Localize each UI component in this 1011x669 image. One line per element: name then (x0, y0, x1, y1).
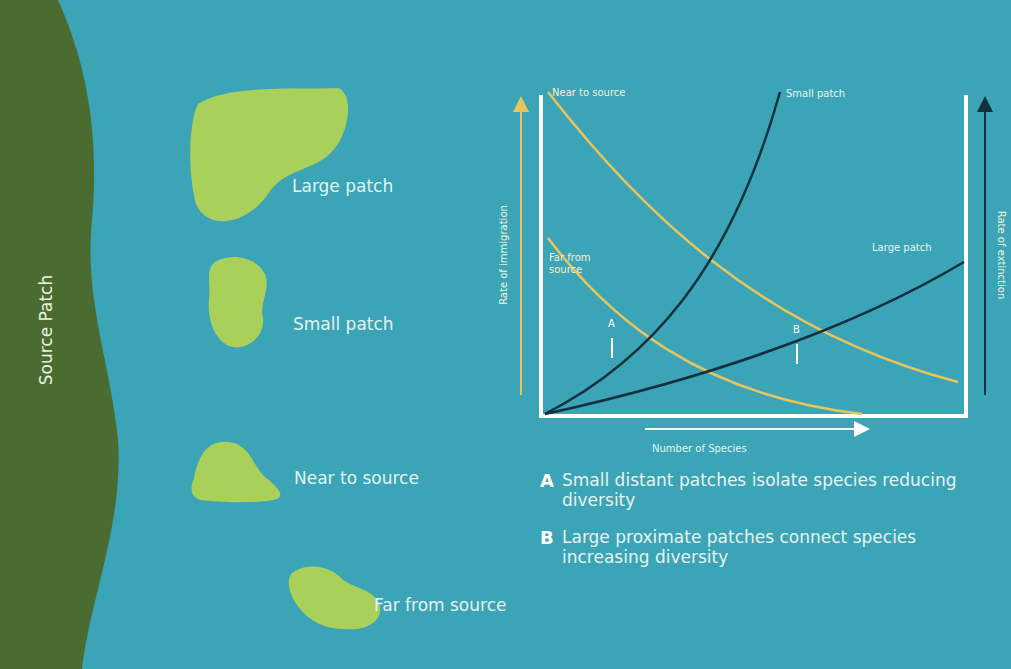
species-arrow (645, 428, 862, 430)
patch-label: Near to source (294, 468, 419, 488)
callout-letter: B (540, 527, 554, 549)
far-patch: Far from source (284, 563, 544, 638)
axis-label: Number of Species (652, 443, 747, 455)
large-patch-shape (188, 84, 448, 234)
source-label: Source Patch (36, 275, 56, 385)
caption-note: Small distant patches isolate species re… (562, 470, 982, 511)
immigration-arrow (520, 104, 522, 395)
axis-label: Rate of extinction (995, 211, 1007, 300)
axis-label: Rate of immigration (498, 205, 510, 305)
patch-label: Far from source (374, 595, 506, 615)
callout-letter: A (540, 470, 554, 492)
large-patch-outline (190, 88, 348, 221)
small-patch-outline (209, 257, 267, 347)
near-patch-outline (192, 442, 281, 502)
callout-letter: B (793, 324, 800, 336)
patch-label: Small patch (293, 314, 394, 334)
source-patch-outline (0, 0, 119, 669)
curve-label: Large patch (872, 242, 932, 254)
curve-label: Far from source (549, 252, 601, 276)
source-patch: Source Patch (0, 0, 125, 669)
immigration-curve-near (548, 92, 958, 382)
small-patch-shape (205, 254, 445, 354)
graph-axes (541, 95, 966, 416)
callout-letter: A (608, 318, 615, 330)
extinction-curve-small (545, 92, 780, 414)
extinction-curve-large (545, 262, 964, 414)
far-patch-outline (289, 566, 380, 629)
caption-note: Large proximate patches connect species … (562, 527, 982, 568)
large-patch: Large patch (188, 84, 448, 234)
near-patch: Near to source (188, 438, 448, 508)
equilibrium-tick-a (611, 338, 613, 358)
curve-label: Small patch (786, 88, 845, 100)
equilibrium-tick-b (796, 344, 798, 364)
source-patch-shape (0, 0, 125, 669)
curve-label: Near to source (552, 87, 625, 99)
immigration-curve-far (548, 238, 862, 414)
extinction-arrow (984, 104, 986, 395)
patch-label: Large patch (292, 176, 393, 196)
small-patch: Small patch (205, 254, 445, 354)
